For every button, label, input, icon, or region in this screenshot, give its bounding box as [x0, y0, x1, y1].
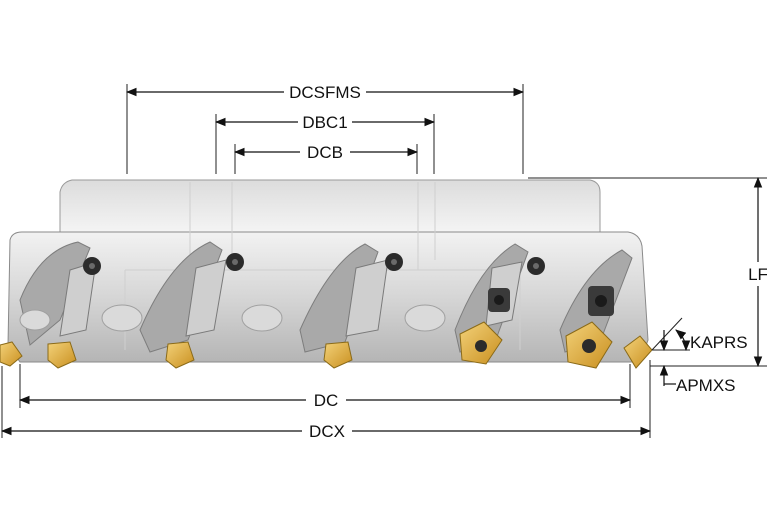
milling-cutter-body [0, 179, 653, 369]
dimension-labels: DCSFMS DBC1 DCB LF KAPRS APMXS DC DCX [289, 83, 767, 441]
dimension-lines [0, 87, 763, 436]
insert-icon [0, 321, 653, 369]
screw-icon [83, 253, 614, 316]
body-lobes [19, 304, 446, 332]
cutter-hub [59, 179, 601, 233]
label-dc: DC [314, 391, 339, 410]
label-dcb: DCB [307, 143, 343, 162]
label-kaprs: KAPRS [690, 333, 748, 352]
label-dbc1: DBC1 [302, 113, 347, 132]
label-dcsfms: DCSFMS [289, 83, 361, 102]
kaprs-arc [675, 329, 691, 352]
label-apmxs: APMXS [676, 376, 736, 395]
label-lf: LF [748, 265, 767, 284]
label-dcx: DCX [309, 422, 345, 441]
